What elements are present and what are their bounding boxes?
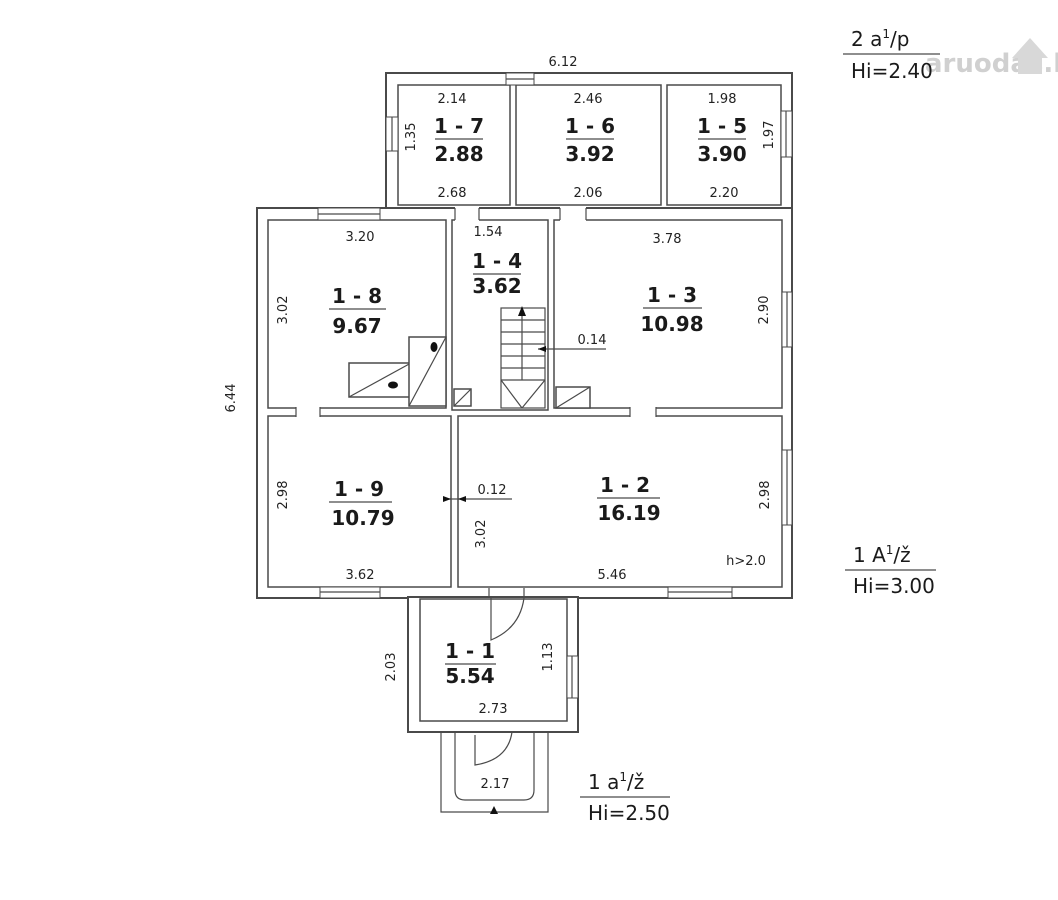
level-code: 1 a xyxy=(588,770,619,794)
level-label-upper: 2 a1/p Hi=2.40 xyxy=(843,27,940,83)
room-id: 1 - 9 xyxy=(334,477,384,501)
level-tail: /p xyxy=(890,27,909,51)
room-area: 3.90 xyxy=(697,142,746,166)
level-sup: 1 xyxy=(886,543,894,557)
room-1-6: 1 - 6 3.92 xyxy=(515,84,662,206)
level-code: 2 a xyxy=(851,27,882,51)
dim: 5.46 xyxy=(598,568,627,583)
dim: 2.90 xyxy=(757,296,772,325)
room-area: 16.19 xyxy=(597,501,660,525)
room-1-2: 1 - 2 16.19 xyxy=(457,415,783,588)
room-id: 1 - 1 xyxy=(445,639,495,663)
room-area: 9.67 xyxy=(332,314,381,338)
level-code: 1 A xyxy=(853,543,886,567)
dim-left-total: 6.44 xyxy=(224,384,239,413)
room-area: 2.88 xyxy=(434,142,483,166)
dim: 1.54 xyxy=(474,225,503,240)
porch xyxy=(440,732,549,814)
entrance-door-icon xyxy=(488,588,525,641)
dim: 0.12 xyxy=(478,483,507,498)
room-id: 1 - 8 xyxy=(332,284,382,308)
stove-icon xyxy=(348,336,447,407)
room-1-3: 1 - 3 10.98 xyxy=(553,219,783,409)
svg-text:1 a1/ž: 1 a1/ž xyxy=(588,770,644,794)
dim: 1.13 xyxy=(541,643,556,672)
chimney-icon xyxy=(453,388,472,407)
dim: 2.98 xyxy=(276,481,291,510)
room-1-8: 1 - 8 9.67 xyxy=(267,219,447,409)
dim: 3.62 xyxy=(346,568,375,583)
level-height: Hi=3.00 xyxy=(853,574,935,598)
room-1-1: 1 - 1 5.54 xyxy=(419,598,568,722)
porch-door-icon xyxy=(474,731,513,766)
dim: 2.20 xyxy=(710,186,739,201)
dim: 2.46 xyxy=(574,92,603,107)
dim: 2.68 xyxy=(438,186,467,201)
dim: 3.20 xyxy=(346,230,375,245)
dim: 2.98 xyxy=(758,481,773,510)
level-tail: /ž xyxy=(627,770,644,794)
room-id: 1 - 7 xyxy=(434,114,484,138)
chimney-icon xyxy=(555,386,591,409)
dim: 1.98 xyxy=(708,92,737,107)
dim: 1.35 xyxy=(404,123,419,152)
level-label-main: 1 A1/ž Hi=3.00 xyxy=(845,543,936,598)
dim: 2.06 xyxy=(574,186,603,201)
room-1-7: 1 - 7 2.88 xyxy=(397,84,511,206)
level-tail: /ž xyxy=(893,543,910,567)
room-id: 1 - 4 xyxy=(472,249,522,273)
room-area: 3.92 xyxy=(565,142,614,166)
room-id: 1 - 3 xyxy=(647,283,697,307)
room-1-9: 1 - 9 10.79 xyxy=(267,415,452,588)
dim-height-note: h>2.0 xyxy=(726,554,766,569)
dim: 2.17 xyxy=(481,777,510,792)
stairs-icon xyxy=(500,306,546,409)
doors xyxy=(295,207,657,766)
dim: 3.78 xyxy=(653,232,682,247)
dim-top-total: 6.12 xyxy=(549,55,578,70)
dim: 1.97 xyxy=(762,121,777,150)
wall-thickness-marker xyxy=(443,496,512,502)
svg-text:2 a1/p: 2 a1/p xyxy=(851,27,909,51)
room-area: 10.79 xyxy=(331,506,394,530)
dim: 2.73 xyxy=(479,702,508,717)
room-area: 3.62 xyxy=(472,274,521,298)
room-id: 1 - 5 xyxy=(697,114,747,138)
dim: 3.02 xyxy=(474,520,489,549)
dimensions: 6.12 2.14 1.35 2.68 2.46 2.06 1.98 1.97 … xyxy=(224,55,777,792)
room-id: 1 - 6 xyxy=(565,114,615,138)
level-height: Hi=2.40 xyxy=(851,59,933,83)
level-height: Hi=2.50 xyxy=(588,801,670,825)
room-1-4: 1 - 4 3.62 xyxy=(451,219,549,411)
level-label-porch: 1 a1/ž Hi=2.50 xyxy=(580,770,670,825)
windows xyxy=(317,72,793,699)
watermark-house-icon xyxy=(1012,38,1048,74)
dim: 2.14 xyxy=(438,92,467,107)
level-sup: 1 xyxy=(882,27,890,41)
dim: 0.14 xyxy=(578,333,607,348)
svg-text:1 A1/ž: 1 A1/ž xyxy=(853,543,911,567)
room-area: 5.54 xyxy=(445,664,494,688)
level-sup: 1 xyxy=(619,770,627,784)
dim: 3.02 xyxy=(276,296,291,325)
wall-thickness-marker xyxy=(538,346,606,352)
room-area: 10.98 xyxy=(640,312,703,336)
dim: 2.03 xyxy=(384,653,399,682)
room-id: 1 - 2 xyxy=(600,473,650,497)
